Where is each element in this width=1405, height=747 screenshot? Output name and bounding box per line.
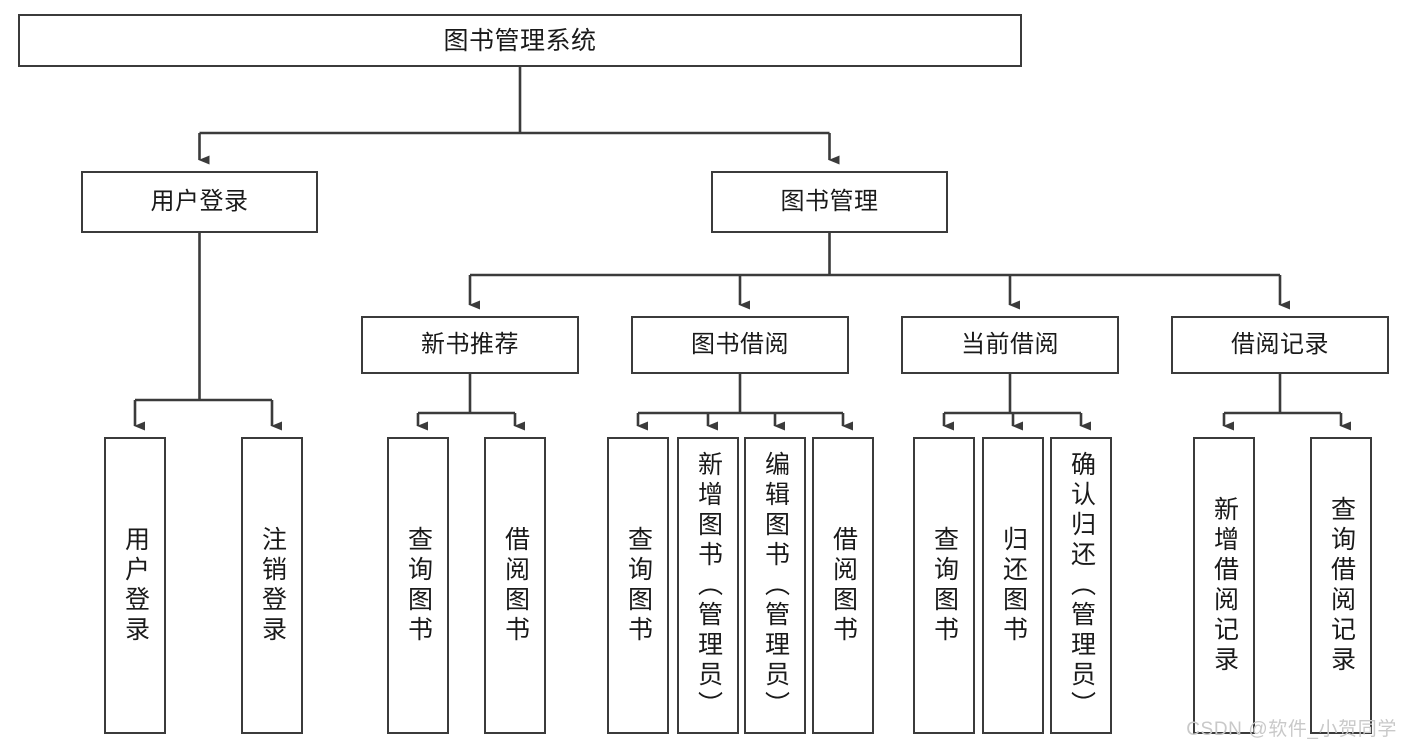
node-book-manage-label: 图书管理 — [780, 187, 879, 215]
node-leaf-user-login[interactable]: 用户登录 — [104, 437, 166, 734]
node-leaf-query-book-1-label: 查询图书 — [404, 525, 433, 646]
node-book-manage[interactable]: 图书管理 — [711, 171, 948, 233]
node-leaf-query-book-3-label: 查询图书 — [930, 525, 959, 646]
node-leaf-query-book-3[interactable]: 查询图书 — [913, 437, 975, 734]
node-root-图书管理系统[interactable]: 图书管理系统 — [18, 14, 1022, 67]
node-leaf-return-book[interactable]: 归还图书 — [982, 437, 1044, 734]
node-book-borrow-label: 图书借阅 — [691, 330, 789, 358]
node-root-图书管理系统-label: 图书管理系统 — [443, 26, 597, 55]
node-leaf-borrow-book-2[interactable]: 借阅图书 — [812, 437, 874, 734]
node-new-book-recommend[interactable]: 新书推荐 — [361, 316, 579, 374]
node-current-borrow-label: 当前借阅 — [961, 330, 1059, 358]
watermark-text: CSDN @软件_小贺同学 — [1186, 719, 1397, 740]
node-leaf-add-book[interactable]: 新增图书（管理员） — [677, 437, 739, 734]
node-leaf-borrow-book-2-label: 借阅图书 — [829, 525, 858, 646]
node-leaf-return-book-label: 归还图书 — [999, 525, 1028, 646]
node-leaf-confirm-return[interactable]: 确认归还（管理员） — [1050, 437, 1112, 734]
node-user-login-label: 用户登录 — [150, 187, 249, 215]
node-leaf-add-record[interactable]: 新增借阅记录 — [1193, 437, 1255, 734]
node-book-borrow[interactable]: 图书借阅 — [631, 316, 849, 374]
node-leaf-edit-book-label: 编辑图书（管理员） — [761, 450, 790, 721]
node-leaf-borrow-book-1[interactable]: 借阅图书 — [484, 437, 546, 734]
node-leaf-confirm-return-label: 确认归还（管理员） — [1067, 450, 1096, 721]
node-leaf-user-logout[interactable]: 注销登录 — [241, 437, 303, 734]
node-leaf-borrow-book-1-label: 借阅图书 — [501, 525, 530, 646]
node-leaf-query-book-1[interactable]: 查询图书 — [387, 437, 449, 734]
node-current-borrow[interactable]: 当前借阅 — [901, 316, 1119, 374]
node-leaf-query-book-2-label: 查询图书 — [624, 525, 653, 646]
node-leaf-user-logout-label: 注销登录 — [258, 525, 287, 646]
node-new-book-recommend-label: 新书推荐 — [421, 330, 519, 358]
node-leaf-edit-book[interactable]: 编辑图书（管理员） — [744, 437, 806, 734]
node-leaf-query-record[interactable]: 查询借阅记录 — [1310, 437, 1372, 734]
node-borrow-record-label: 借阅记录 — [1231, 330, 1329, 358]
node-borrow-record[interactable]: 借阅记录 — [1171, 316, 1389, 374]
node-leaf-add-book-label: 新增图书（管理员） — [694, 450, 723, 721]
node-leaf-query-record-label: 查询借阅记录 — [1327, 495, 1356, 676]
node-user-login[interactable]: 用户登录 — [81, 171, 318, 233]
node-leaf-add-record-label: 新增借阅记录 — [1210, 495, 1239, 676]
node-leaf-user-login-label: 用户登录 — [121, 525, 150, 646]
node-leaf-query-book-2[interactable]: 查询图书 — [607, 437, 669, 734]
